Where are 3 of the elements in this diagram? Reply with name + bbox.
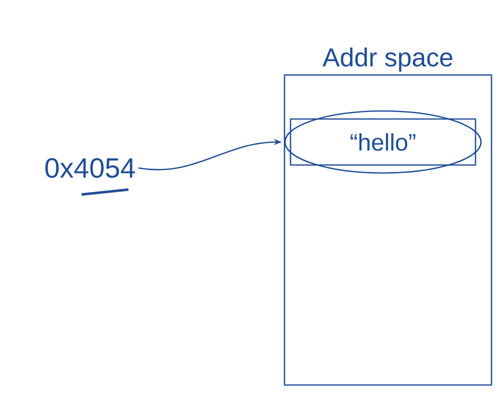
node-label: Addr space [322,48,452,72]
memory-cell: “hello” [284,110,482,174]
address-label: 0x4054 [45,158,135,196]
